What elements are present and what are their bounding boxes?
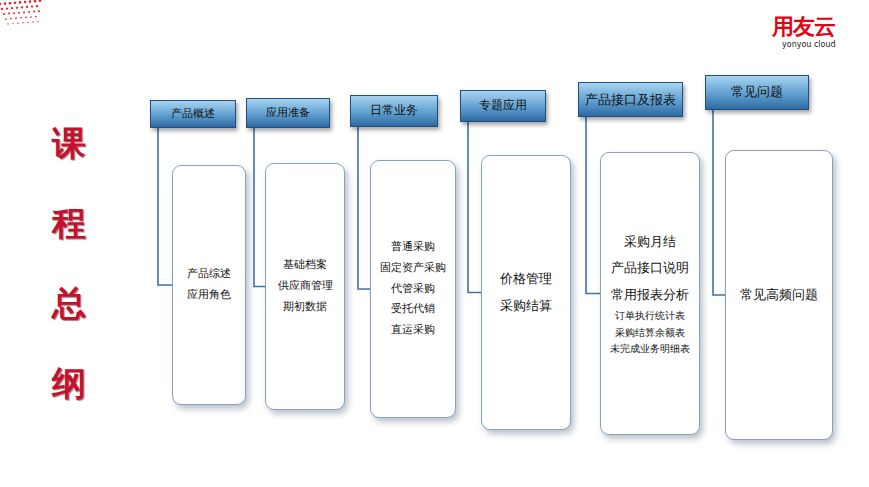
dot <box>3 13 5 15</box>
section-tab: 产品概述 <box>150 100 236 128</box>
slide-title: 课程总纲 <box>52 104 86 424</box>
dot <box>38 10 40 12</box>
dot <box>6 7 8 9</box>
logo-text: 用友云 <box>772 12 835 42</box>
topic-item: 受托代销 <box>391 299 435 320</box>
content-box: 价格管理采购结算 <box>481 155 571 430</box>
topic-item: 产品接口说明 <box>611 255 689 281</box>
dot <box>22 22 23 23</box>
dot <box>27 22 28 23</box>
topic-item: 采购月结 <box>624 229 676 255</box>
tab-label: 产品概述 <box>171 104 215 125</box>
dot <box>8 13 10 15</box>
dot <box>28 11 30 13</box>
topic-item: 代管采购 <box>391 279 435 300</box>
bracket-connector <box>468 122 481 293</box>
content-box: 产品综述应用角色 <box>172 165 246 405</box>
dot <box>19 1 22 4</box>
dot <box>23 11 25 13</box>
dot <box>0 3 1 6</box>
dot <box>33 11 35 13</box>
dot <box>16 7 18 9</box>
dot <box>34 0 37 2</box>
section-tab: 应用准备 <box>246 98 330 128</box>
dot <box>9 2 12 5</box>
dot <box>20 17 22 19</box>
tab-label: 日常业务 <box>370 100 418 122</box>
section-tab: 日常业务 <box>350 95 438 127</box>
dot <box>14 2 17 5</box>
dot <box>4 2 7 5</box>
topic-item: 常用报表分析 <box>611 282 689 308</box>
dot <box>10 18 12 20</box>
content-box: 常见高频问题 <box>725 150 833 440</box>
dot <box>13 12 15 14</box>
dot <box>21 6 23 8</box>
dot <box>25 17 27 19</box>
section-tab: 常见问题 <box>705 75 809 110</box>
dot <box>7 23 8 24</box>
dot <box>26 6 28 8</box>
section-tab: 产品接口及报表 <box>578 82 683 117</box>
dot <box>29 0 32 3</box>
dot <box>11 7 13 9</box>
dot <box>1 8 3 10</box>
logo-subtext: yonyou cloud <box>782 40 836 49</box>
dot <box>36 5 38 7</box>
dot <box>37 21 38 22</box>
bracket-connector <box>713 110 725 295</box>
topic-item: 供应商管理 <box>278 276 333 297</box>
topic-item: 订单执行统计表 <box>615 308 685 325</box>
dot <box>39 0 42 2</box>
topic-item: 应用角色 <box>187 285 231 306</box>
dot <box>31 5 33 7</box>
tab-label: 常见问题 <box>731 80 783 105</box>
dot <box>12 23 13 24</box>
dot <box>15 17 17 19</box>
topic-item: 采购结算余额表 <box>615 325 685 342</box>
dot <box>24 1 27 4</box>
topic-item: 未完成业务明细表 <box>610 341 690 358</box>
bracket-connector <box>586 117 600 294</box>
topic-item: 价格管理 <box>500 266 552 292</box>
content-box: 普通采购固定资产采购代管采购受托代销直运采购 <box>370 160 456 418</box>
bracket-connector <box>358 127 370 289</box>
bracket-connector <box>254 128 265 287</box>
topic-item: 直运采购 <box>391 320 435 341</box>
dot <box>18 12 20 14</box>
topic-item: 固定资产采购 <box>380 258 446 279</box>
dot <box>30 16 32 18</box>
topic-item: 期初数据 <box>283 297 327 318</box>
dot <box>32 21 33 22</box>
topic-item: 产品综述 <box>187 264 231 285</box>
topic-item: 基础档案 <box>283 255 327 276</box>
dot <box>17 23 18 24</box>
section-tab: 专题应用 <box>460 90 546 122</box>
content-box: 采购月结产品接口说明常用报表分析订单执行统计表采购结算余额表未完成业务明细表 <box>600 152 700 435</box>
tab-label: 产品接口及报表 <box>585 88 676 112</box>
tab-label: 应用准备 <box>266 103 310 124</box>
topic-item: 常见高频问题 <box>740 282 818 308</box>
tab-label: 专题应用 <box>479 95 527 117</box>
bracket-connector <box>158 128 172 285</box>
content-box: 基础档案供应商管理期初数据 <box>265 163 345 410</box>
topic-item: 采购结算 <box>500 293 552 319</box>
topic-item: 普通采购 <box>391 237 435 258</box>
dot <box>5 18 7 20</box>
dot <box>35 16 37 18</box>
